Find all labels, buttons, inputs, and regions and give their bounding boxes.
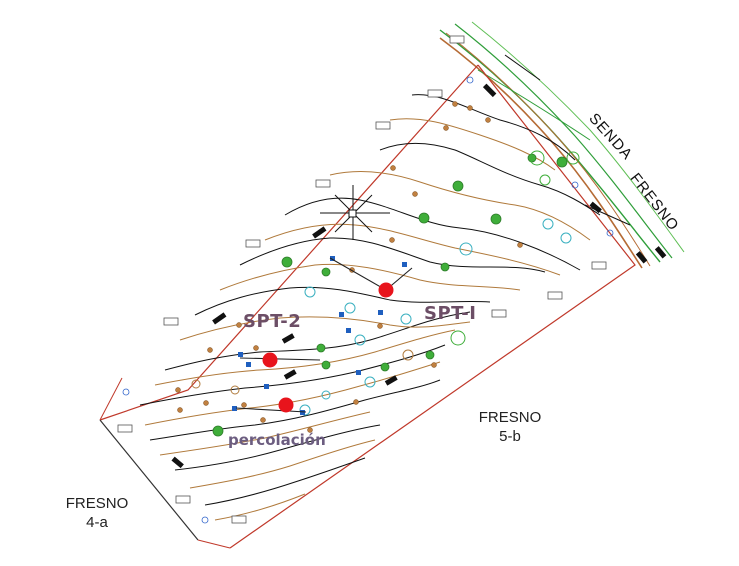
crosshair-icon — [320, 185, 390, 240]
senda-fresno-road — [439, 21, 685, 269]
test-section-lines — [235, 257, 413, 413]
zone-fresno-4a-code: 4-a — [86, 514, 108, 531]
elevation-label-boxes — [117, 35, 607, 524]
spt-1-marker — [378, 282, 394, 298]
point-number-tags — [122, 76, 614, 524]
zone-fresno-5b-code: 5-b — [499, 428, 521, 445]
percolation-marker — [278, 397, 294, 413]
vegetation-circles — [191, 150, 580, 416]
spt-1-label: SPT-I — [424, 303, 477, 324]
survey-points — [175, 101, 523, 433]
blue-survey-markers — [232, 256, 407, 415]
zone-fresno-4a: FRESNO 4-a — [57, 494, 137, 532]
contour-lines-minor — [144, 118, 591, 521]
percolacion-label: percolación — [228, 431, 326, 449]
zone-fresno-5b: FRESNO 5-b — [470, 408, 550, 446]
zone-fresno-4a-name: FRESNO — [65, 495, 129, 512]
spt-2-label: SPT-2 — [243, 311, 302, 332]
building-markers — [171, 83, 667, 469]
spt-2-marker — [262, 352, 278, 368]
tree-symbols — [212, 153, 568, 437]
test-point-markers — [262, 282, 394, 413]
property-boundary — [99, 64, 636, 549]
zone-fresno-5b-name: FRESNO — [478, 409, 542, 426]
